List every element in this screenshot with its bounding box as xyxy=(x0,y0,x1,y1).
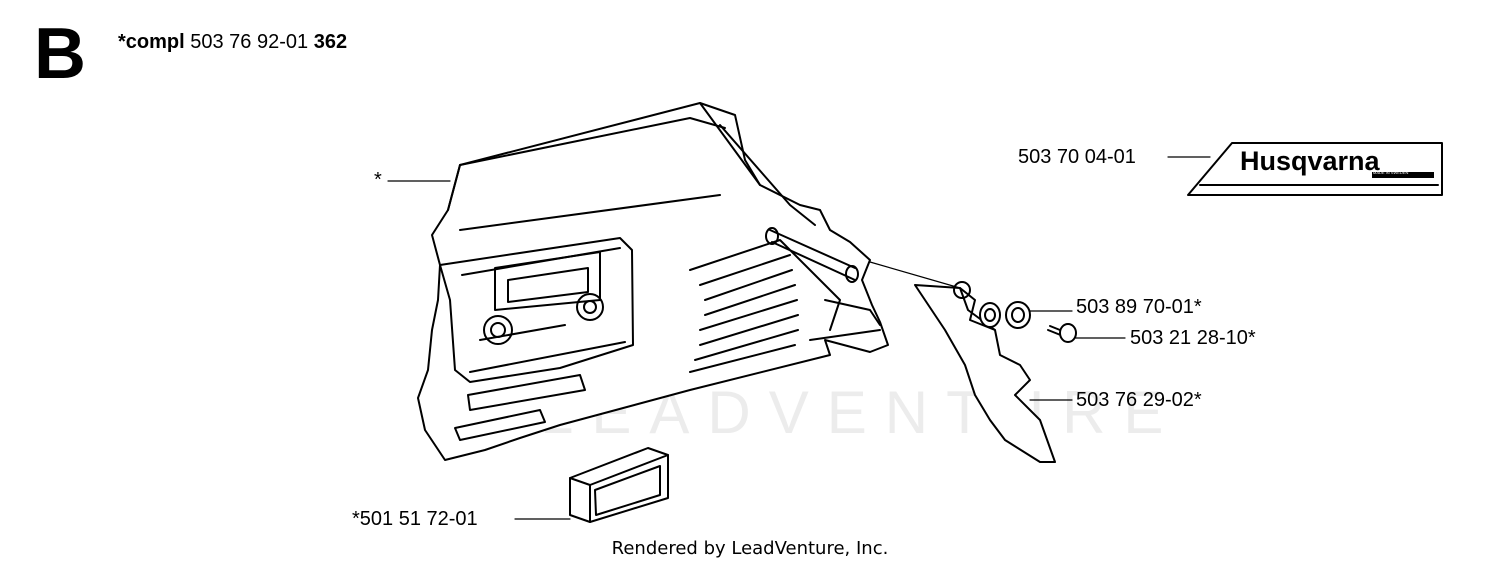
bushing-illustration xyxy=(979,301,1031,329)
assembly-heading: *compl 503 76 92-01 362 xyxy=(118,32,347,52)
compl-prefix: *compl xyxy=(118,31,185,53)
chain-cover-illustration xyxy=(417,102,889,461)
leader-lines xyxy=(387,156,1211,520)
decal-brand: Husqvarna xyxy=(1240,146,1380,176)
label-cover[interactable]: * xyxy=(374,169,382,191)
decal-illustration xyxy=(1187,142,1443,196)
section-letter: B xyxy=(34,14,86,94)
footer-credit: Rendered by LeadVenture, Inc. xyxy=(611,538,889,559)
model-number: 362 xyxy=(313,31,348,53)
screw-illustration xyxy=(1047,323,1077,343)
pad-illustration xyxy=(569,447,669,523)
label-screw[interactable]: 503 21 28-10* xyxy=(1130,327,1256,349)
label-pad[interactable]: *501 51 72-01 xyxy=(352,508,478,530)
assembly-number: 503 76 92-01 xyxy=(190,31,309,53)
label-guard-plate[interactable]: 503 76 29-02* xyxy=(1076,389,1202,411)
decal-tagline: MADE IN SWEDEN xyxy=(1373,170,1409,175)
label-bushing[interactable]: 503 89 70-01* xyxy=(1076,296,1202,318)
label-decal[interactable]: 503 70 04-01 xyxy=(1018,146,1136,168)
